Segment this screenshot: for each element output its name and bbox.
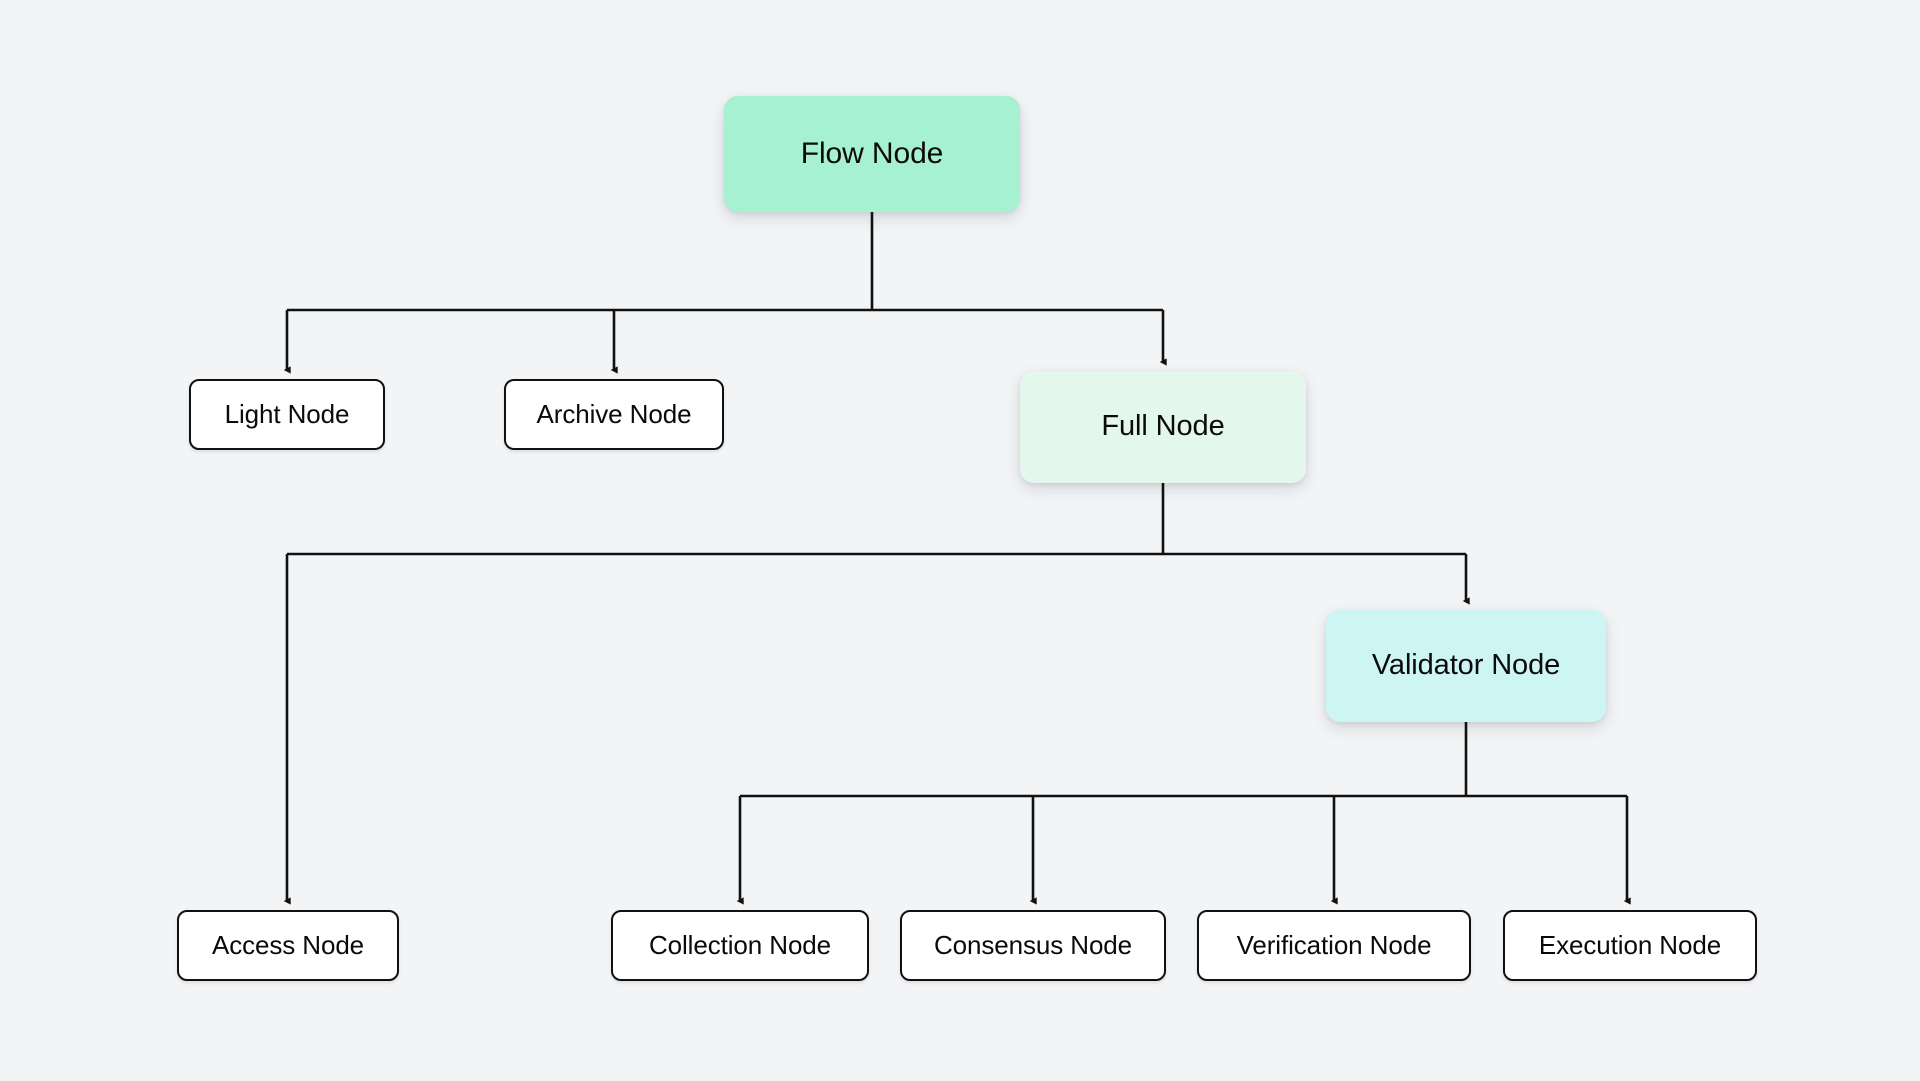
node-label-archive-node: Archive Node [536, 398, 692, 429]
node-execution-node[interactable]: Execution Node [1503, 910, 1757, 981]
node-label-consensus-node: Consensus Node [933, 929, 1133, 960]
node-label-validator-node: Validator Node [1371, 649, 1561, 682]
node-consensus-node[interactable]: Consensus Node [900, 910, 1166, 981]
node-light-node[interactable]: Light Node [189, 379, 385, 450]
node-archive-node[interactable]: Archive Node [504, 379, 724, 450]
node-label-flow-node: Flow Node [800, 136, 944, 170]
node-verification-node[interactable]: Verification Node [1197, 910, 1471, 981]
node-label-access-node: Access Node [211, 929, 365, 960]
node-label-full-node: Full Node [1101, 410, 1225, 443]
node-validator-node[interactable]: Validator Node [1326, 610, 1606, 722]
node-flow-node[interactable]: Flow Node [724, 96, 1020, 212]
node-full-node[interactable]: Full Node [1020, 371, 1306, 483]
node-label-execution-node: Execution Node [1538, 929, 1722, 960]
node-access-node[interactable]: Access Node [177, 910, 399, 981]
node-label-collection-node: Collection Node [648, 929, 832, 960]
node-collection-node[interactable]: Collection Node [611, 910, 869, 981]
node-label-light-node: Light Node [224, 398, 350, 429]
node-label-verification-node: Verification Node [1236, 929, 1432, 960]
